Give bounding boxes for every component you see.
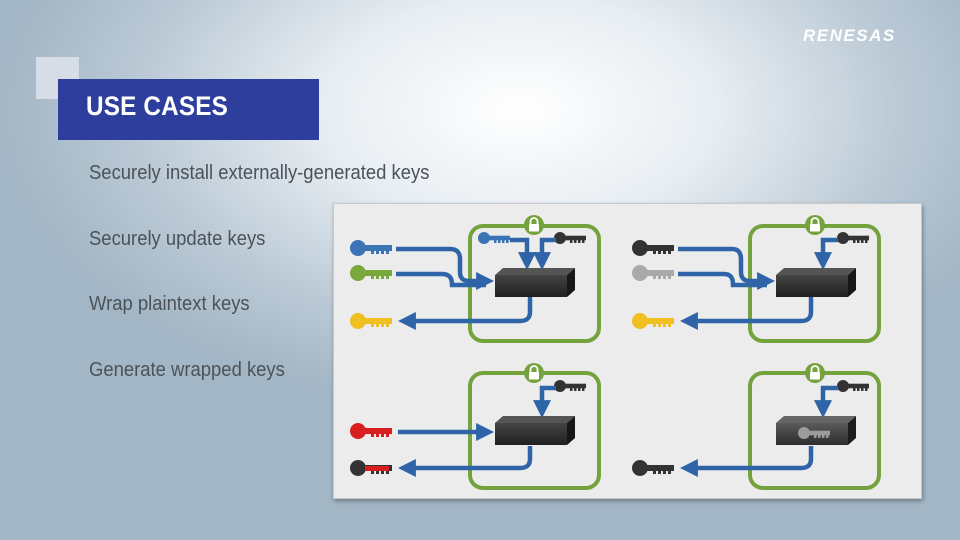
key-icon <box>837 232 869 244</box>
lock-icon <box>804 214 826 236</box>
diagram-wrap <box>350 362 601 490</box>
title-banner: USE CASES <box>58 79 319 140</box>
diagram-panel <box>333 203 922 499</box>
key-icon <box>478 232 510 244</box>
use-case-generate: Generate wrapped keys <box>89 358 285 381</box>
use-case-install: Securely install externally-generated ke… <box>89 161 430 184</box>
use-case-update: Securely update keys <box>89 227 266 250</box>
key-icon <box>554 232 586 244</box>
crypto-engine-block <box>495 416 575 445</box>
key-icon <box>350 423 392 439</box>
key-icon <box>837 380 869 392</box>
key-icon <box>350 240 392 256</box>
key-tag <box>365 466 389 471</box>
key-icon <box>350 313 392 329</box>
key-icon <box>350 265 392 281</box>
lock-icon <box>804 362 826 384</box>
crypto-engine-block <box>495 268 575 297</box>
renesas-logo: RENESAS <box>803 26 896 45</box>
crypto-engine-block <box>776 416 856 445</box>
diagram-generate <box>632 362 881 490</box>
diagram-update <box>632 214 881 343</box>
key-icon <box>632 313 674 329</box>
key-icon <box>554 380 586 392</box>
key-icon <box>632 265 674 281</box>
lock-icon <box>523 214 545 236</box>
key-icon <box>632 240 674 256</box>
lock-icon <box>523 362 545 384</box>
use-case-wrap: Wrap plaintext keys <box>89 292 250 315</box>
slide-title: USE CASES <box>86 91 229 121</box>
crypto-engine-block <box>776 268 856 297</box>
use-case-diagrams <box>350 214 881 490</box>
diagram-install <box>350 214 601 343</box>
key-icon <box>632 460 674 476</box>
